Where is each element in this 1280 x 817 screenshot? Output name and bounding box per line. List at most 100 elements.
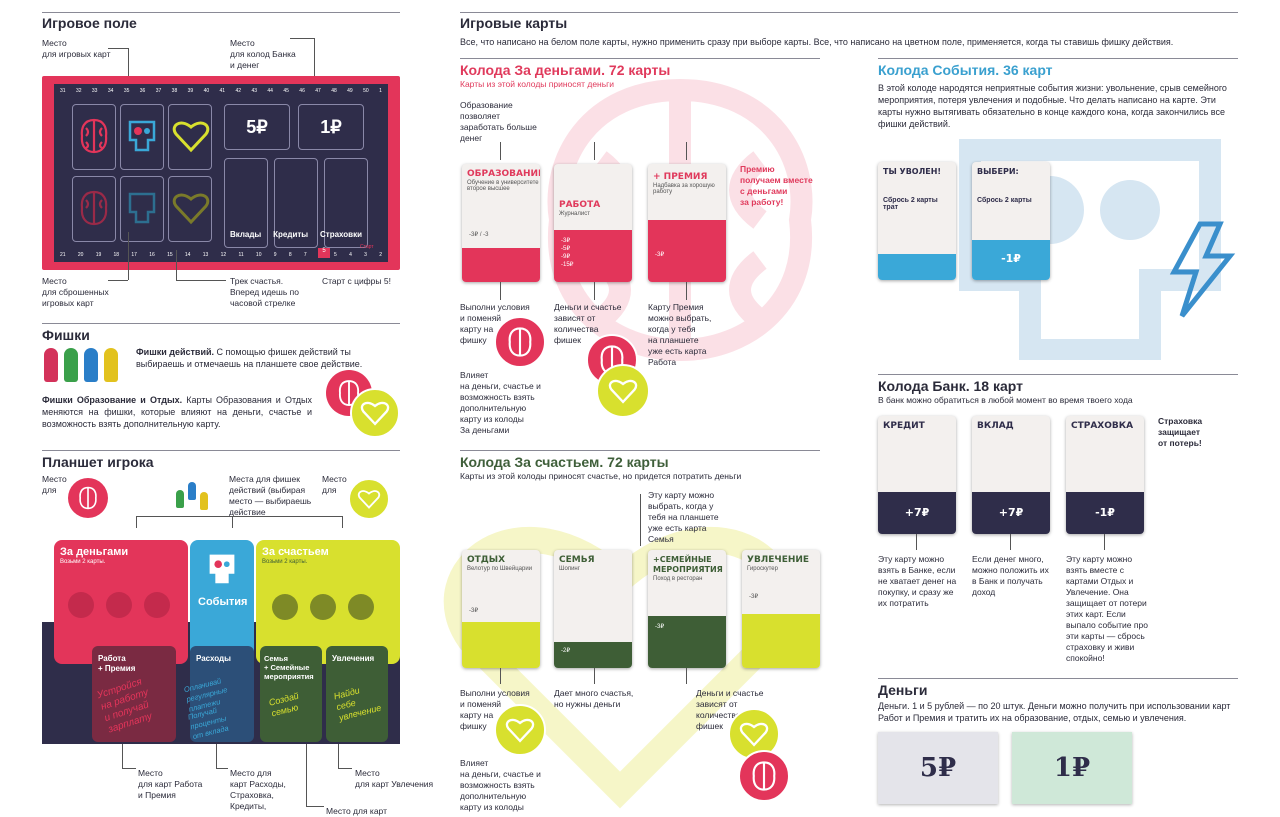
happy-note-2: Дает много счастья, но нужны деньги [554, 688, 634, 709]
card-family-events: +Семейные мероприятия Поход в ресторан -… [648, 550, 726, 668]
card-rest: Отдых Велотур по Швейцарии -3₽ [462, 550, 540, 668]
track-number: 38 [171, 88, 178, 94]
tablet-label-family: Место для карт [326, 806, 387, 816]
education-chip-mid [494, 316, 546, 368]
track-number: 31 [60, 88, 66, 94]
track-number: 17 [131, 252, 137, 258]
track-number: 18 [113, 252, 120, 258]
heart-slot-icon [348, 594, 374, 620]
happy-note-top: Эту карту можно выбрать, когда у тебя на… [648, 490, 719, 544]
rest-chip-tablet [348, 478, 390, 520]
tablet-label-work: Место для карт Работа и Премия [138, 768, 203, 800]
heart-icon [357, 490, 381, 509]
bank-note-insurance: Страховка защищает от потерь! [1158, 416, 1203, 448]
section-title-cards: Игровые карты [460, 15, 568, 31]
rest-chip-mid [596, 364, 650, 418]
money-note-top: Образование позволяет заработать больше … [460, 100, 537, 143]
track-number: 9 [273, 252, 277, 258]
track-number: 5 [334, 252, 337, 258]
brain-icon [80, 190, 108, 226]
skull-icon [128, 192, 156, 224]
tablet-slot-hobby: Увлечения [332, 654, 375, 663]
board-slot-insurance: Страховки [320, 230, 363, 239]
heart-icon [172, 121, 210, 153]
track-number: 12 [220, 252, 227, 258]
bank-deck-title: Колода Банк. 18 карт [878, 378, 1023, 394]
happy-deck-sub: Карты из этой колоды приносят счастье, н… [460, 471, 742, 481]
track-number: 47 [315, 88, 321, 94]
track-number: 14 [184, 252, 191, 258]
heart-slot-icon [272, 594, 298, 620]
money-note-3: Карту Премия можно выбрать, когда у тебя… [648, 302, 712, 367]
bank-note-2: Если денег много, можно положить их в Ба… [972, 554, 1049, 597]
bank-deck-sub: В банк можно обратиться в любой момент в… [878, 395, 1133, 405]
tablet-label-mid: Места для фишек действий (выбирая место … [229, 474, 312, 517]
education-chip-happy [738, 750, 790, 802]
education-chip-tablet [68, 478, 108, 518]
card-credit: Кредит +7₽ [878, 416, 956, 534]
action-chips-illustration [42, 346, 124, 386]
lightning-icon [1169, 221, 1236, 318]
card-event-fired: Ты уволен! Сбрось 2 карты трат [878, 162, 956, 280]
chips-action-desc: Фишки действий. С помощью фишек действий… [136, 347, 363, 369]
track-number: 36 [139, 88, 146, 94]
heart-icon [608, 379, 638, 404]
cash-text: Деньги. 1 и 5 рублей — по 20 штук. Деньг… [878, 701, 1231, 723]
brain-icon [508, 327, 532, 357]
tablet-label-hobby: Место для карт Увлечения [355, 768, 434, 789]
track-number: 11 [238, 252, 244, 258]
track-number: 4 [349, 252, 352, 258]
tablet-sub-money: Возьми 2 карты. [60, 559, 106, 565]
tablet-label-left: Место для [42, 474, 67, 495]
board-start: Старт [360, 244, 374, 250]
player-tablet: За деньгами Возьми 2 карты. События За с… [42, 528, 400, 744]
brain-slot-icon [144, 592, 170, 618]
money-note-4: Влияет на деньги, счастье и возможность … [460, 370, 541, 435]
events-deck-text: В этой колоде нарoдятся неприятные событ… [878, 83, 1227, 129]
track-number: 20 [77, 252, 84, 258]
heart-slot-icon [310, 594, 336, 620]
brain-icon [79, 486, 97, 510]
track-number: 33 [91, 88, 98, 94]
cash-title: Деньги [878, 682, 928, 698]
money-note-1: Выполни условия и поменяй карту на фишку [460, 302, 530, 345]
track-number: 50 [363, 88, 369, 94]
bank-note-3: Эту карту можно взять вместе с картами О… [1066, 554, 1148, 663]
card-family: Семья Шопинг -2₽ [554, 550, 632, 668]
card-hobby: Увлечение Гироскутер -3₽ [742, 550, 820, 668]
cards-intro: Все, что написано на белом поле карты, н… [460, 37, 1174, 47]
tablet-sub-happy: Возьми 2 карты. [262, 559, 308, 565]
happy-note-3: Деньги и счастье зависят от количества ф… [696, 688, 764, 731]
tablet-section-happy: За счастьем [262, 546, 329, 558]
section-title-chips: Фишки [42, 327, 90, 343]
heart-icon [172, 193, 210, 225]
label-discard-place: Место для сброшенных игровых карт [42, 276, 109, 308]
track-number: 46 [299, 88, 305, 94]
track-number: 44 [267, 88, 273, 94]
card-event-choose: Выбери: Сбрось 2 карты -1₽ [972, 162, 1050, 280]
track-number: 40 [203, 88, 210, 94]
track-number: 1 [379, 88, 382, 94]
skull-icon [209, 554, 235, 584]
track-number: 10 [255, 252, 262, 258]
money-note-bonus: Премию получаем вместе с деньгами за раб… [740, 164, 813, 207]
track-number: 13 [202, 252, 209, 258]
card-education: Образование Обучение в университете втор… [462, 164, 540, 282]
skull-icon [128, 120, 156, 152]
tablet-section-money: За деньгами [60, 546, 129, 558]
track-number: 3 [364, 252, 367, 258]
brain-icon [752, 761, 776, 791]
label-bank-place: Место для колод Банка и денег [230, 38, 296, 70]
tablet-slot-work: Работа + Премия [98, 654, 136, 673]
tablet-slot-family: Семья + Семейные мероприятия [264, 654, 314, 681]
track-number: 45 [283, 88, 289, 94]
section-title-tablet: Планшет игрока [42, 454, 154, 470]
track-number: 19 [95, 252, 102, 258]
banknote-1: 1₽ [1012, 732, 1132, 804]
card-bonus: + Премия Надбавка за хорошую работу -3₽ [648, 164, 726, 282]
section-title-field: Игровое поле [42, 15, 137, 31]
card-work: Работа Журналист -3₽ -5₽ -9₽ -15₽ [554, 164, 632, 282]
track-number: 49 [347, 88, 353, 94]
board-slot-credits: Кредиты [273, 230, 309, 239]
